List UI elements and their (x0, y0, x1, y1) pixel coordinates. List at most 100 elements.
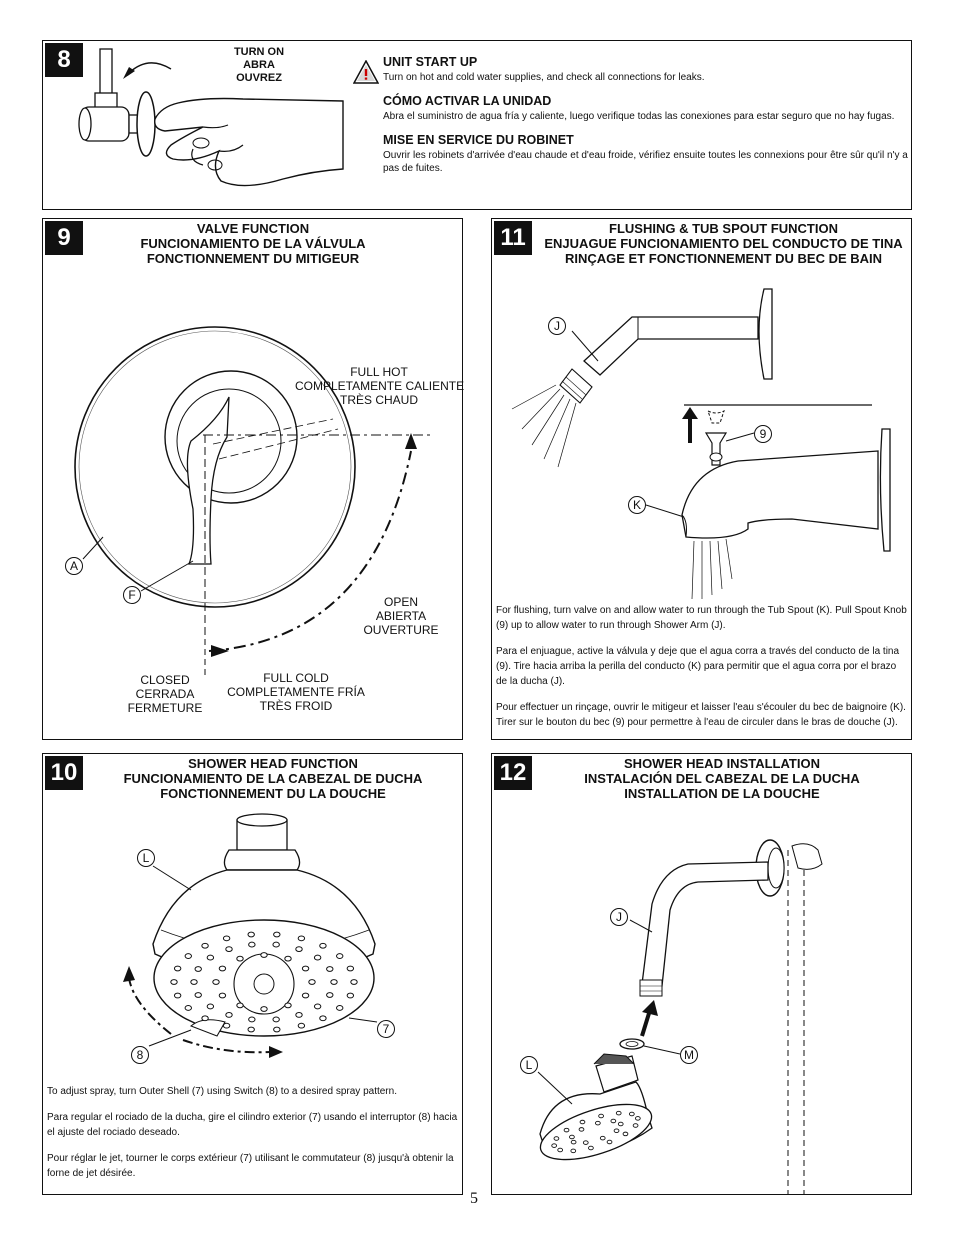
callout-j: J (610, 908, 628, 926)
nozzle (272, 941, 280, 948)
step-number: 10 (45, 756, 83, 790)
nozzle (260, 952, 268, 958)
shower-arm-and-spout-illustration (511, 288, 891, 599)
nozzle (308, 979, 316, 985)
nozzle (297, 1022, 306, 1029)
nozzle (336, 953, 344, 959)
panel-title: SHOWER HEAD INSTALLATION INSTALACIÓN DEL… (584, 756, 860, 801)
nozzle (222, 935, 231, 942)
nozzle (301, 965, 310, 972)
step-8-panel: 8 TURN ON ABRA OUVREZ UNIT START UP (42, 40, 912, 210)
nozzle (295, 1012, 303, 1018)
callout-k: K (628, 496, 646, 514)
nozzle (599, 1135, 606, 1141)
paragraph-en: To adjust spray, turn Outer Shell (7) us… (47, 1086, 397, 1097)
nozzle (236, 1002, 244, 1009)
step-number: 9 (45, 221, 83, 255)
shower-head-illustration (123, 813, 378, 1058)
callout-8: 8 (131, 1046, 149, 1064)
valve-illustration (74, 326, 433, 679)
nozzle (173, 965, 182, 972)
nozzle (557, 1147, 564, 1153)
nozzle (236, 955, 244, 962)
nozzle (173, 992, 182, 999)
nozzle (248, 941, 256, 948)
callout-l: L (520, 1056, 538, 1074)
nozzle (632, 1123, 639, 1128)
callout-7: 7 (377, 1020, 395, 1038)
nozzle (622, 1131, 629, 1137)
open-label: OPEN ABIERTA OUVERTURE (363, 595, 439, 637)
nozzle (273, 1026, 281, 1033)
nozzle (598, 1113, 604, 1119)
nozzle (225, 1012, 233, 1018)
nozzle (582, 1140, 589, 1145)
nozzle (247, 931, 255, 938)
nozzle (201, 1015, 209, 1022)
section-text: Abra el suministro de agua fría y calien… (383, 111, 895, 122)
nozzle (190, 979, 198, 985)
step-number: 11 (494, 221, 532, 255)
section-en: UNIT START UP Turn on hot and cold water… (383, 55, 909, 84)
nozzle (595, 1120, 601, 1126)
step-number: 8 (45, 43, 83, 77)
nozzle (272, 1016, 280, 1023)
paragraph-fr: Pour effectuer un rinçage, ouvrir le mit… (496, 702, 906, 728)
section-heading: CÓMO ACTIVAR LA UNIDAD (383, 94, 552, 108)
nozzle (273, 931, 281, 938)
nozzle (346, 992, 355, 999)
nozzle (606, 1139, 613, 1145)
closed-label: CLOSED CERRADA FERMETURE (127, 673, 203, 715)
nozzle (170, 979, 178, 985)
nozzle (313, 1003, 322, 1010)
step-11-panel: 11 FLUSHING & TUB SPOUT FUNCTION ENJUAGU… (491, 218, 912, 740)
nozzle (319, 1015, 327, 1022)
warning-icon (353, 60, 379, 84)
nozzle (617, 1121, 624, 1127)
nozzle (319, 942, 327, 949)
nozzle (297, 935, 306, 942)
nozzle (206, 954, 215, 961)
section-heading: MISE EN SERVICE DU ROBINET (383, 133, 574, 147)
step-9-panel: 9 VALVE FUNCTION FUNCIONAMIENTO DE LA VÁ… (42, 218, 464, 740)
nozzle (184, 953, 192, 959)
start-up-instructions: UNIT START UP Turn on hot and cold water… (383, 55, 909, 175)
nozzle (247, 1026, 255, 1033)
nozzle (225, 946, 233, 952)
nozzle (284, 955, 292, 962)
nozzle (588, 1145, 594, 1151)
paragraph-es: Para regular el rociado de la ducha, gir… (47, 1112, 458, 1138)
nozzle (330, 979, 338, 985)
nozzle (326, 966, 334, 972)
nozzle (201, 942, 209, 949)
flushing-instructions: For flushing, turn valve on and allow wa… (496, 603, 908, 741)
step-12-panel: 12 SHOWER HEAD INSTALLATION INSTALACIÓN … (491, 753, 912, 1195)
section-text: Turn on hot and cold water supplies, and… (383, 72, 705, 83)
nozzle (313, 954, 322, 961)
nozzle (260, 1006, 268, 1012)
nozzle (301, 992, 310, 999)
callout-m: M (680, 1046, 698, 1064)
nozzle (194, 966, 202, 972)
nozzle (218, 965, 227, 972)
callout-j: J (548, 317, 566, 335)
nozzle (610, 1118, 617, 1124)
nozzle (563, 1127, 570, 1133)
section-text: Ouvrir les robinets d'arrivée d'eau chau… (383, 150, 908, 174)
nozzle (336, 1005, 344, 1011)
nozzle (248, 1016, 256, 1023)
paragraph-es: Para el enjuague, active la válvula y de… (496, 646, 900, 687)
callout-a: A (65, 557, 83, 575)
nozzle (206, 1003, 215, 1010)
shower-install-illustration (537, 839, 823, 1194)
paragraph-en: For flushing, turn valve on and allow wa… (496, 605, 907, 631)
valve-hand-illustration (78, 48, 344, 187)
nozzle (346, 965, 355, 972)
nozzle (570, 1139, 577, 1145)
nozzle (634, 1116, 641, 1121)
nozzle (553, 1136, 560, 1141)
nozzle (551, 1143, 558, 1148)
step-number: 12 (494, 756, 532, 790)
full-cold-label: FULL COLD COMPLETAMENTE FRÍA TRÈS FROID (227, 671, 365, 713)
callout-f: F (123, 586, 141, 604)
